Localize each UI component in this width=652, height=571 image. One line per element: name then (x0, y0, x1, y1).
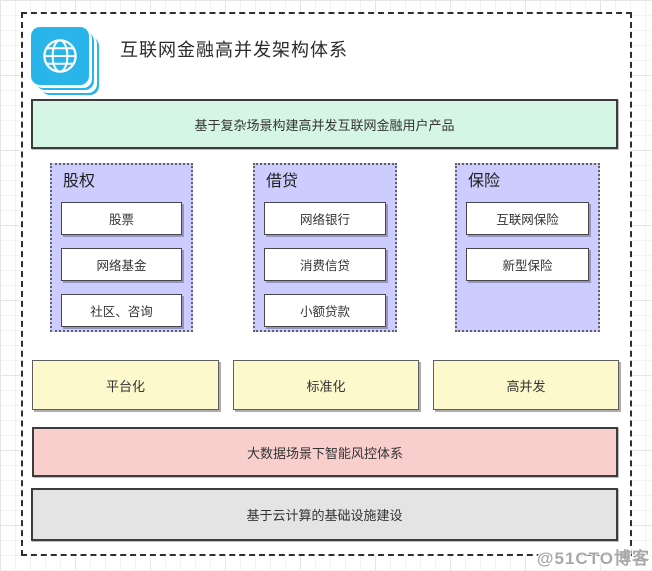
group-lending: 借贷 网络银行 消费信贷 小额贷款 (253, 163, 397, 332)
group-lending-item: 小额贷款 (264, 294, 386, 327)
capability-platform: 平台化 (32, 360, 219, 410)
group-insurance-item: 互联网保险 (466, 202, 589, 235)
group-lending-item: 网络银行 (264, 202, 386, 235)
group-insurance: 保险 互联网保险 新型保险 (455, 163, 600, 332)
group-insurance-item: 新型保险 (466, 248, 589, 281)
infra-banner: 基于云计算的基础设施建设 (31, 488, 618, 541)
group-lending-title: 借贷 (266, 173, 299, 190)
group-equity-title: 股权 (63, 173, 96, 190)
group-equity-item: 股票 (61, 202, 182, 235)
group-equity-item: 网络基金 (61, 248, 182, 281)
capability-standard: 标准化 (233, 360, 419, 410)
globe-icon (31, 27, 89, 85)
watermark-51cto: @51CTO博客 (536, 549, 650, 568)
group-equity-item: 社区、咨询 (61, 294, 182, 327)
group-equity: 股权 股票 网络基金 社区、咨询 (50, 163, 193, 332)
group-insurance-title: 保险 (468, 173, 501, 190)
risk-banner: 大数据场景下智能风控体系 (32, 427, 618, 477)
capability-concurrency: 高并发 (433, 360, 619, 410)
page-title: 互联网金融高并发架构体系 (120, 40, 348, 60)
group-lending-item: 消费信贷 (264, 248, 386, 281)
globe-icon-glyph (43, 39, 77, 73)
top-banner: 基于复杂场景构建高并发互联网金融用户产品 (31, 99, 618, 149)
